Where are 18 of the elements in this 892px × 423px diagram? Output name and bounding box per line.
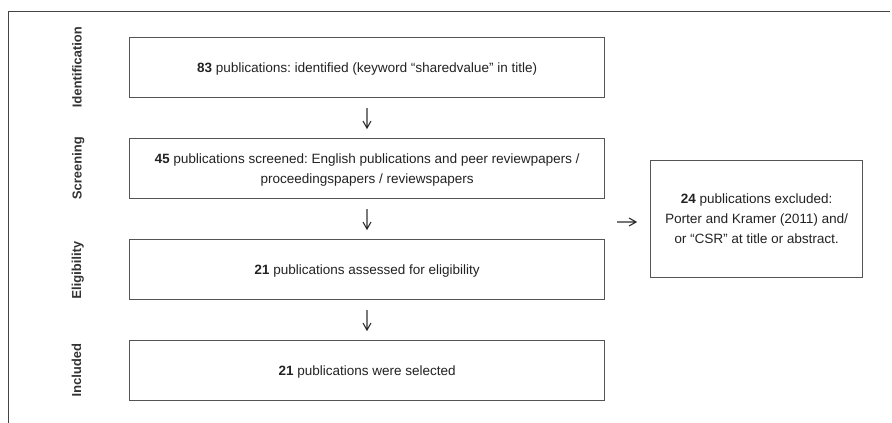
- stage-label: Eligibility: [68, 241, 86, 299]
- process-box: [650, 160, 863, 278]
- box-text: 24 publications excluded: Porter and Kramer (2011) and/ or “CSR” at title or abstract.: [664, 190, 849, 248]
- arrow: [362, 209, 372, 230]
- arrow: [362, 108, 372, 129]
- arrow: [617, 217, 637, 227]
- box-text: 21 publications were selected: [278, 362, 456, 380]
- process-box: [129, 37, 605, 98]
- stage-label: Identification: [68, 26, 86, 108]
- box-text: 83 publications: identified (keyword “sharedvalue” in title): [197, 58, 537, 77]
- stage-label: Included: [68, 343, 86, 397]
- process-box: [129, 239, 605, 300]
- process-box: [129, 340, 605, 401]
- box-text: 21 publications assessed for eligibility: [254, 260, 480, 279]
- stage-label: Screening: [68, 136, 86, 200]
- box-text: 45 publications screened: English publications and peer reviewpapers / proceedingspapers / reviewspapers: [154, 150, 580, 188]
- process-box: [129, 138, 605, 199]
- arrow: [362, 310, 372, 331]
